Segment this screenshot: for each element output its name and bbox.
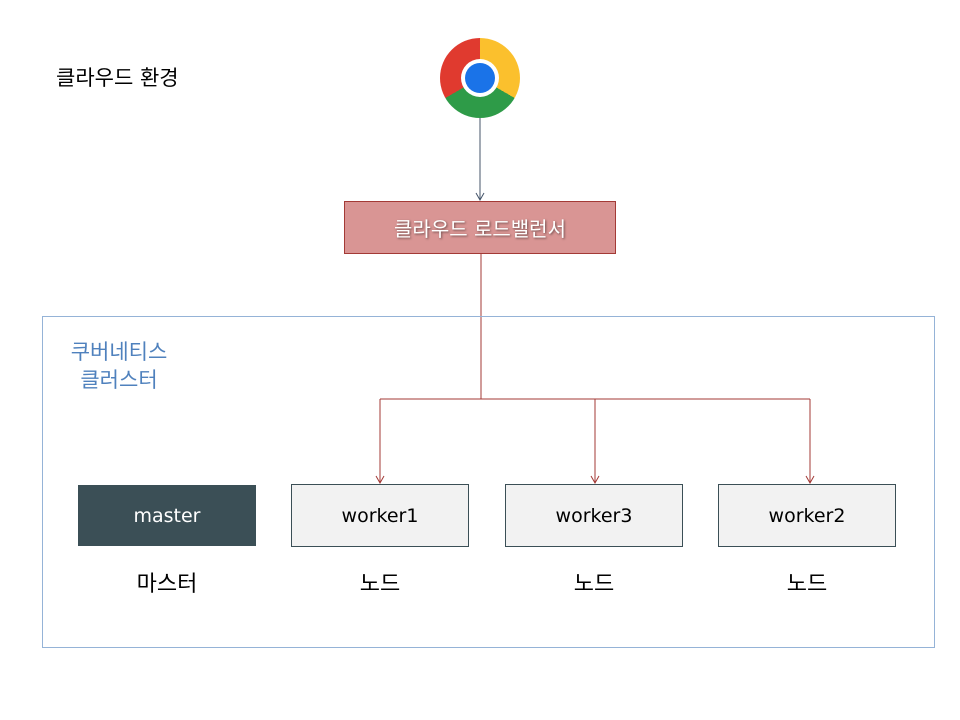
cluster-label-line2: 클러스터 xyxy=(80,368,158,392)
cluster-label-line1: 쿠버네티스 xyxy=(70,340,168,364)
worker3-node: worker3 xyxy=(505,484,683,547)
worker3-caption: 노드 xyxy=(573,572,615,597)
master-node: master xyxy=(78,485,256,546)
worker1-caption: 노드 xyxy=(359,572,401,597)
arrowhead xyxy=(475,192,485,202)
worker1-node: worker1 xyxy=(291,484,469,547)
master-caption: 마스터 xyxy=(136,572,198,597)
kubernetes-cluster-boundary xyxy=(42,316,935,648)
diagram-title: 클라우드 환경 xyxy=(56,66,179,90)
cloud-load-balancer: 클라우드 로드밸런서 xyxy=(344,201,616,254)
worker2-node: worker2 xyxy=(718,484,896,547)
arrowhead xyxy=(375,475,385,485)
cluster-label: 쿠버네티스 클러스터 xyxy=(56,338,182,394)
chrome-icon xyxy=(440,38,520,118)
arrowhead xyxy=(590,475,600,485)
worker2-caption: 노드 xyxy=(786,572,828,597)
arrowhead xyxy=(805,475,815,485)
